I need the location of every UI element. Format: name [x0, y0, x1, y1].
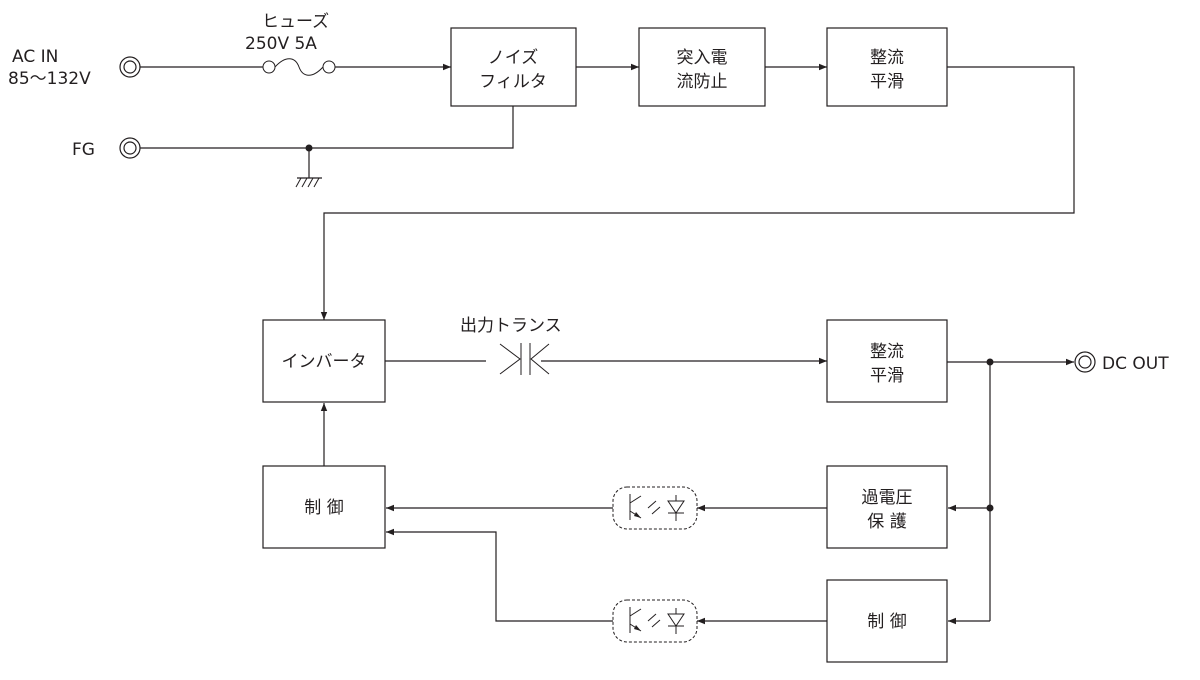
control-block-sub [826, 579, 948, 663]
control-main-label: 制 御 [304, 498, 343, 518]
noise-filter-label-2: フィルタ [479, 72, 547, 92]
fg-label: FG [72, 140, 95, 160]
rectifier-block-1 [826, 27, 948, 107]
optocoupler-icon-2 [612, 599, 698, 643]
fg-terminal [119, 137, 141, 159]
overvoltage-label-2: 保 護 [867, 512, 906, 532]
transformer-label: 出力トランス [460, 316, 562, 336]
ground-icon [295, 148, 322, 188]
overvoltage-protection-block [826, 465, 948, 549]
dc-out-terminal [1074, 351, 1096, 373]
ac-in-voltage-label: 85～132V [8, 69, 91, 89]
inverter-block [262, 319, 386, 403]
ac-in-terminal [119, 56, 141, 78]
inrush-limit-label-1: 突入電 [677, 48, 728, 68]
wire-optocoupler-2-to-control [386, 528, 613, 622]
noise-filter-label-1: ノイズ [488, 48, 539, 68]
control-sub-label: 制 御 [867, 612, 906, 632]
inrush-limit-block [638, 27, 766, 107]
noise-filter-block [450, 27, 577, 107]
rectifier-1-label-2: 平滑 [870, 72, 904, 92]
wire-fg [140, 106, 514, 149]
rectifier-1-label-1: 整流 [870, 48, 904, 68]
dc-out-label: DC OUT [1102, 354, 1169, 374]
inverter-label: インバータ [282, 352, 367, 372]
rectifier-block-2 [826, 319, 948, 403]
inrush-limit-label-2: 流防止 [677, 72, 728, 92]
fuse-rating-label: 250V 5A [245, 34, 317, 54]
optocoupler-icon-1 [612, 486, 698, 530]
rectifier-2-label-1: 整流 [870, 342, 904, 362]
overvoltage-label-1: 過電圧 [862, 488, 913, 508]
transformer-symbol [499, 343, 550, 375]
rectifier-2-label-2: 平滑 [870, 366, 904, 386]
wire-rectifier-to-inverter [320, 66, 1075, 320]
fuse-label: ヒューズ [262, 12, 329, 32]
fuse-symbol [262, 58, 336, 76]
ac-in-label: AC IN [12, 47, 58, 67]
control-block-main [262, 465, 386, 549]
